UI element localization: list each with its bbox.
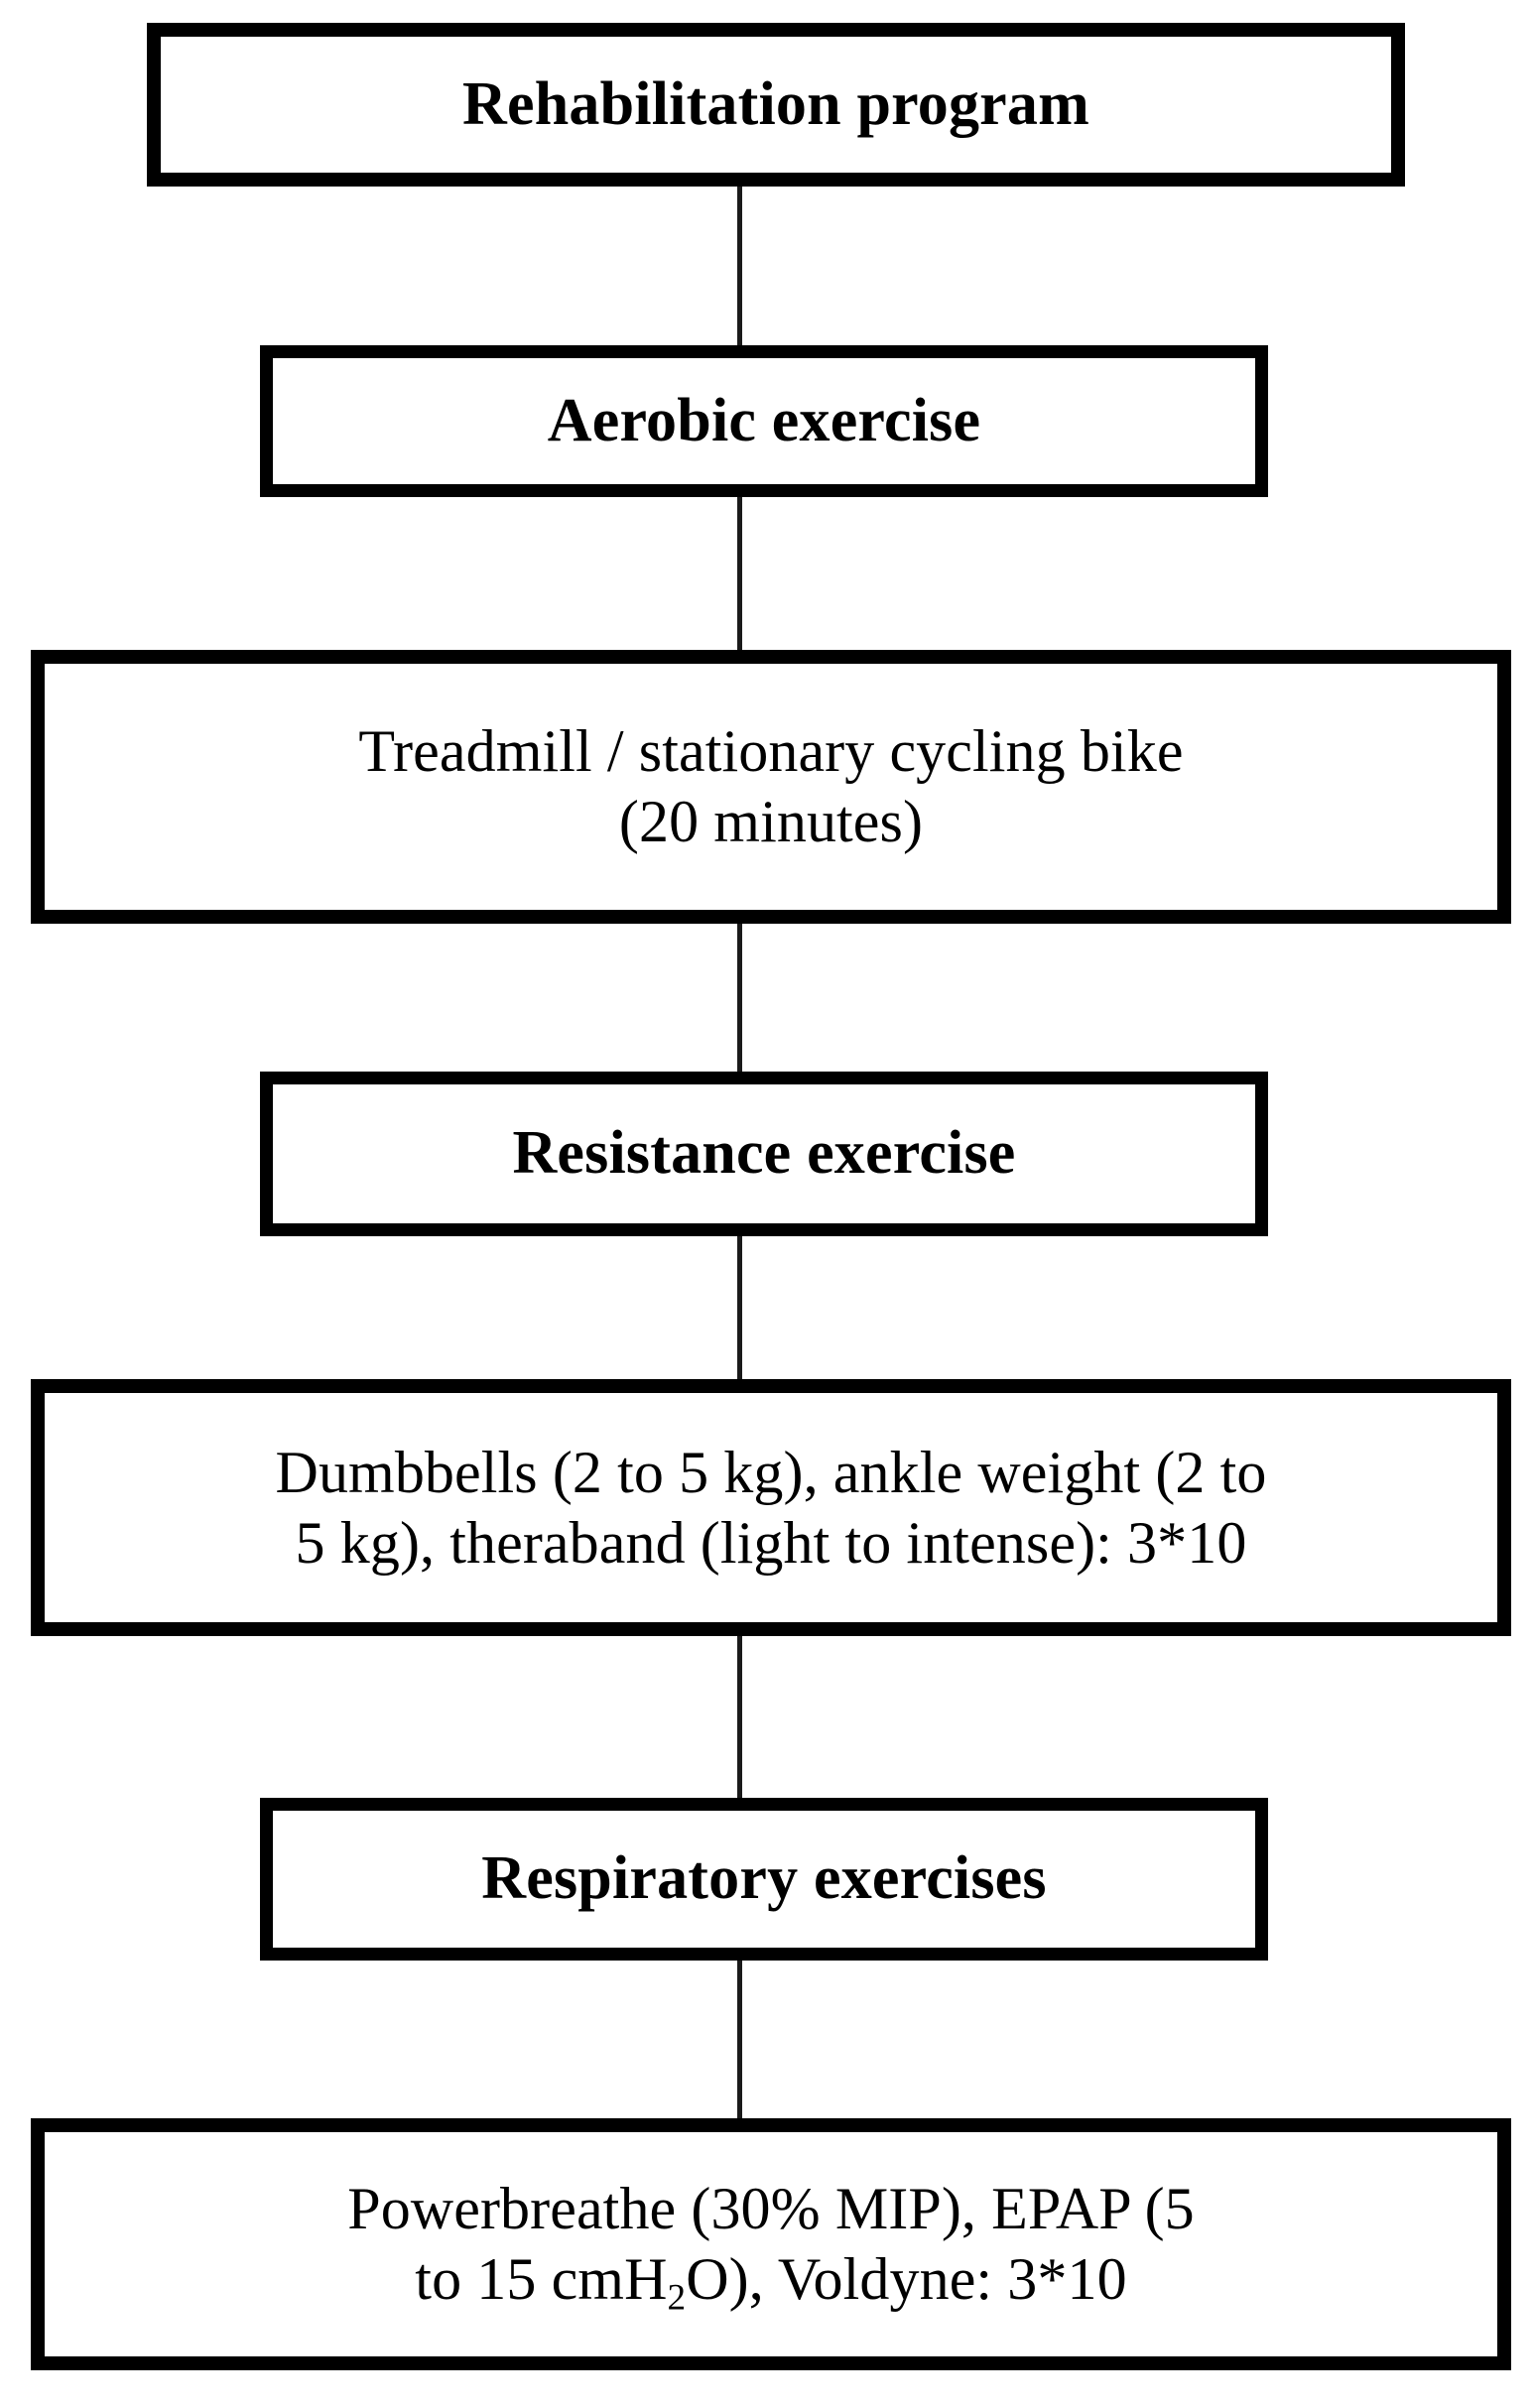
node-dumbbells-detail-line-2: 5 kg), theraband (light to intense): 3*1…: [295, 1509, 1247, 1576]
node-resistance-exercise-label: Resistance exercise: [512, 1119, 1016, 1188]
node-rehabilitation-program: Rehabilitation program: [147, 23, 1405, 187]
node-powerbreathe-detail-line-1: Powerbreathe (30% MIP), EPAP (5: [347, 2176, 1195, 2242]
node-respiratory-exercises: Respiratory exercises: [260, 1798, 1268, 1961]
node-powerbreathe-detail-line-2-prefix: to 15 cmH: [415, 2246, 668, 2312]
node-respiratory-exercises-label: Respiratory exercises: [481, 1844, 1047, 1913]
node-powerbreathe-detail-line-2-suffix: O), Voldyne: 3*10: [686, 2246, 1127, 2312]
node-powerbreathe-detail-label: Powerbreathe (30% MIP), EPAP (5 to 15 cm…: [45, 2174, 1497, 2317]
node-dumbbells-detail-line-1: Dumbbells (2 to 5 kg), ankle weight (2 t…: [275, 1439, 1267, 1505]
node-resistance-exercise: Resistance exercise: [260, 1072, 1268, 1236]
connector-rehab-to-aerobic: [737, 185, 742, 347]
node-rehabilitation-program-label: Rehabilitation program: [462, 69, 1089, 138]
node-aerobic-exercise-label: Aerobic exercise: [547, 386, 981, 454]
node-powerbreathe-detail: Powerbreathe (30% MIP), EPAP (5 to 15 cm…: [31, 2118, 1511, 2370]
connector-dumbbells-to-respiratory: [737, 1634, 742, 1800]
node-treadmill-detail-line-2: (20 minutes): [618, 789, 924, 854]
connector-resistance-to-dumbbells: [737, 1234, 742, 1381]
connector-aerobic-to-treadmill: [737, 494, 742, 652]
node-treadmill-detail-line-1: Treadmill / stationary cycling bike: [358, 718, 1184, 785]
node-treadmill-detail-label: Treadmill / stationary cycling bike (20 …: [45, 716, 1497, 857]
connector-treadmill-to-resistance: [737, 921, 742, 1074]
node-dumbbells-detail-label: Dumbbells (2 to 5 kg), ankle weight (2 t…: [45, 1438, 1497, 1579]
node-treadmill-detail: Treadmill / stationary cycling bike (20 …: [31, 650, 1511, 924]
node-powerbreathe-detail-line-2: to 15 cmH2O), Voldyne: 3*10: [415, 2246, 1127, 2317]
node-dumbbells-detail: Dumbbells (2 to 5 kg), ankle weight (2 t…: [31, 1379, 1511, 1636]
node-aerobic-exercise: Aerobic exercise: [260, 345, 1268, 497]
connector-respiratory-to-powerbreathe: [737, 1959, 742, 2120]
node-powerbreathe-detail-subscript: 2: [667, 2277, 687, 2319]
